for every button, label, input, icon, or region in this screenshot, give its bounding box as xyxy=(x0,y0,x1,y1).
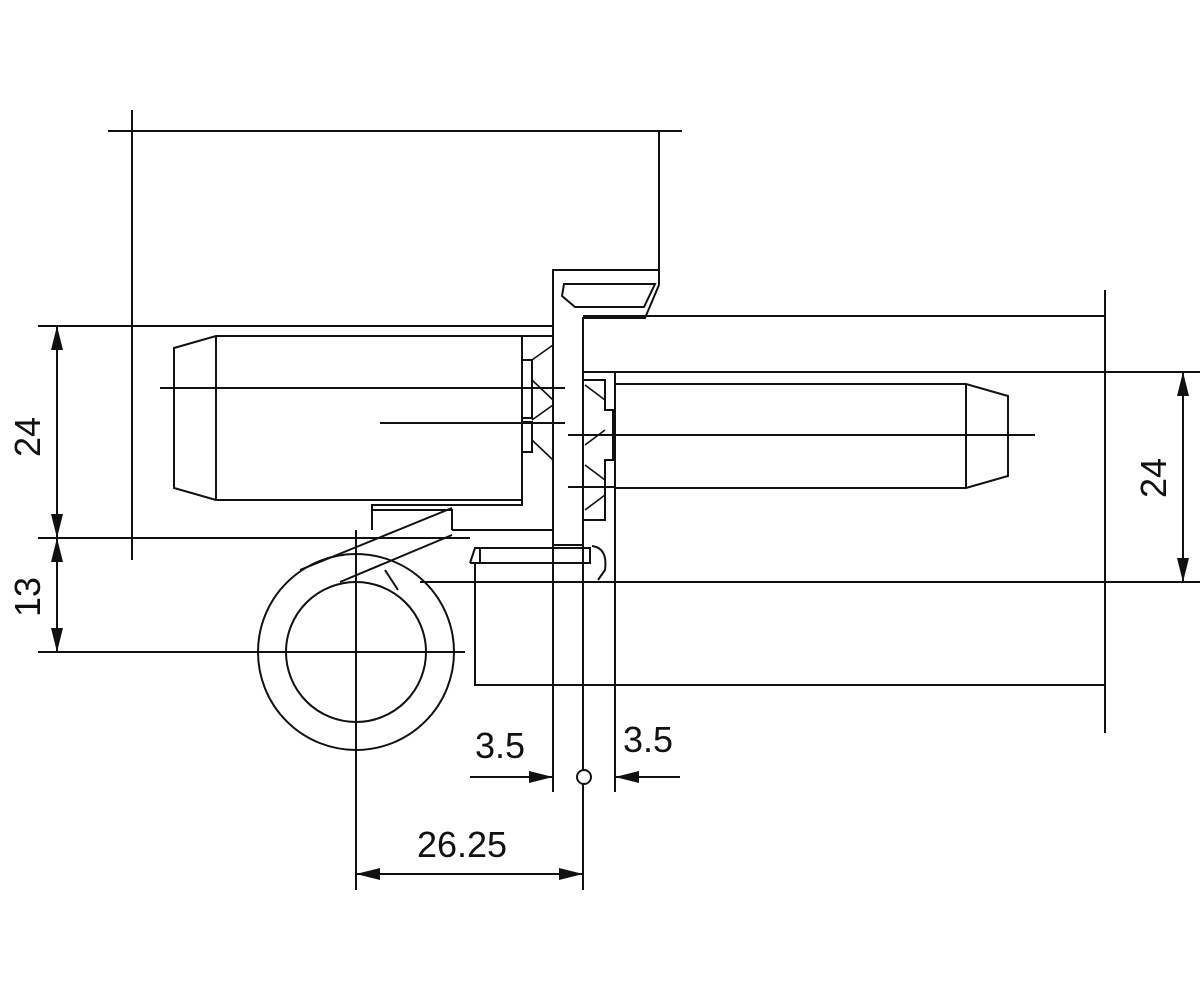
dimension-label-right-gap: 3.5 xyxy=(623,719,673,760)
seal-profile xyxy=(552,269,660,546)
dimension-label-right-height: 24 xyxy=(1133,458,1174,498)
dimension-label-left-height: 24 xyxy=(7,417,48,457)
dimension-bottom-offset: 13 xyxy=(7,538,63,652)
upper-frame-outline xyxy=(108,110,682,560)
right-hinge-body xyxy=(568,290,1200,733)
dimension-gaps: 3.5 3.5 xyxy=(470,719,680,783)
dimension-left-height: 24 xyxy=(7,326,63,538)
dimension-right-height: 24 xyxy=(1133,372,1189,582)
pivot-axis xyxy=(552,545,616,890)
dimension-label-left-gap: 3.5 xyxy=(475,725,525,766)
lower-frame-outline xyxy=(38,537,1200,686)
dimension-label-axis-distance: 26.25 xyxy=(417,824,507,865)
dimension-label-bottom-offset: 13 xyxy=(7,577,48,617)
left-hinge-body xyxy=(38,325,565,530)
dimension-axis-distance: 26.25 xyxy=(356,824,583,880)
hinge-eye xyxy=(38,530,465,890)
